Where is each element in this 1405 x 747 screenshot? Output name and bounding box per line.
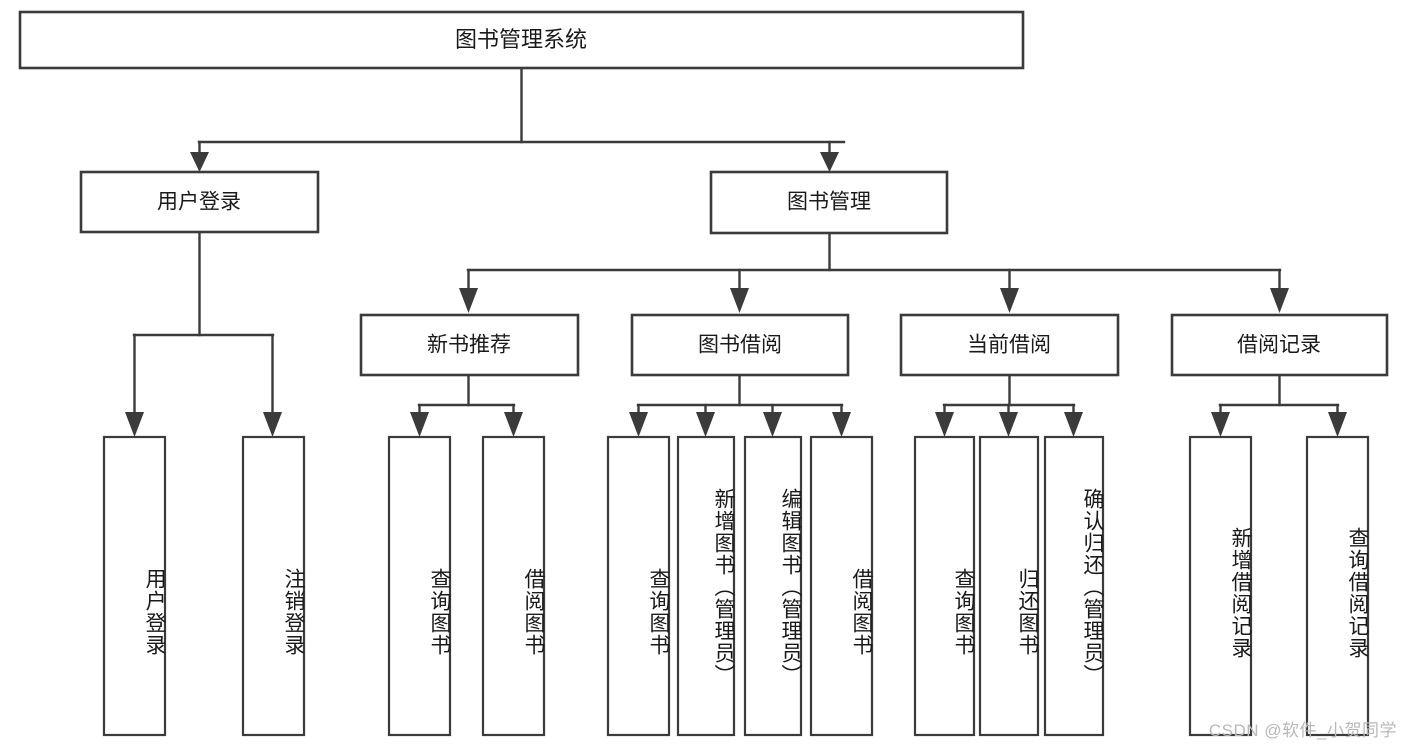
arrow-head-leaf-query-book-2 — [629, 412, 648, 437]
arrow-head-leaf-query-book-3 — [935, 412, 954, 437]
arrow-head-leaf-borrow-book-2 — [832, 412, 851, 437]
leaf-box-query-book-2[interactable] — [606, 435, 671, 737]
arrow-head-book-borrow — [730, 288, 749, 313]
node-borrow-record-label: 借阅记录 — [1237, 334, 1321, 357]
csdn-watermark: CSDN @软件_小贺同学 — [1208, 721, 1397, 740]
arrow-head-book-manage — [820, 152, 839, 172]
arrow-head-current-borrow — [1000, 288, 1019, 313]
arrow-head-leaf-return-book — [999, 412, 1018, 437]
leaf-box-return-book[interactable] — [978, 435, 1040, 737]
node-root-label: 图书管理系统 — [455, 27, 587, 52]
leaf-box-query-record[interactable] — [1305, 435, 1370, 737]
node-new-book-recommend-label: 新书推荐 — [427, 334, 511, 357]
arrow-head-leaf-user-login — [125, 412, 144, 437]
leaf-box-user-login[interactable] — [102, 435, 167, 737]
arrow-head-new-book-recommend — [459, 288, 478, 313]
node-user-login-label: 用户登录 — [157, 191, 241, 214]
arrow-head-borrow-record — [1270, 288, 1289, 313]
node-user-login-box[interactable] — [79, 170, 320, 234]
node-new-book-recommend[interactable]: 新书推荐 — [359, 313, 580, 377]
node-current-borrow-box[interactable] — [899, 313, 1120, 377]
arrow-head-leaf-logout-login — [263, 412, 282, 437]
leaf-box-borrow-book-1[interactable] — [481, 435, 546, 737]
node-borrow-record-box[interactable] — [1170, 313, 1389, 377]
leaf-box-query-book-1[interactable] — [387, 435, 452, 737]
leaf-box-query-book-3[interactable] — [913, 435, 976, 737]
leaf-box-edit-book[interactable] — [743, 435, 803, 737]
node-new-book-recommend-box[interactable] — [359, 313, 580, 377]
node-root[interactable]: 图书管理系统 — [18, 10, 1025, 70]
node-current-borrow-label: 当前借阅 — [967, 334, 1051, 357]
leaf-box-borrow-book-2[interactable] — [809, 435, 874, 737]
node-user-login[interactable]: 用户登录 — [79, 170, 320, 234]
leaf-box-add-record[interactable] — [1188, 435, 1253, 737]
arrow-head-leaf-confirm-return — [1064, 412, 1083, 437]
arrow-head-leaf-edit-book — [763, 412, 782, 437]
arrow-head-leaf-query-book-1 — [410, 412, 429, 437]
connector-group — [125, 66, 1347, 437]
node-book-manage-box[interactable] — [709, 170, 949, 235]
node-root-box[interactable] — [18, 10, 1025, 70]
node-book-borrow-label: 图书借阅 — [698, 334, 782, 357]
arrow-head-leaf-add-record — [1211, 412, 1230, 437]
node-book-manage-label: 图书管理 — [787, 191, 871, 214]
arrow-head-leaf-add-book — [696, 412, 715, 437]
node-book-manage[interactable]: 图书管理 — [709, 170, 949, 235]
arrow-head-leaf-borrow-book-1 — [504, 412, 523, 437]
leaf-box-add-book[interactable] — [676, 435, 736, 737]
node-current-borrow[interactable]: 当前借阅 — [899, 313, 1120, 377]
leaf-box-group — [102, 435, 1370, 737]
leaf-box-confirm-return[interactable] — [1043, 435, 1105, 737]
leaf-box-logout-login[interactable] — [241, 435, 306, 737]
node-borrow-record[interactable]: 借阅记录 — [1170, 313, 1389, 377]
arrow-head-user-login — [190, 152, 209, 172]
node-book-borrow-box[interactable] — [630, 313, 850, 377]
arrow-head-leaf-query-record — [1328, 412, 1347, 437]
node-book-borrow[interactable]: 图书借阅 — [630, 313, 850, 377]
